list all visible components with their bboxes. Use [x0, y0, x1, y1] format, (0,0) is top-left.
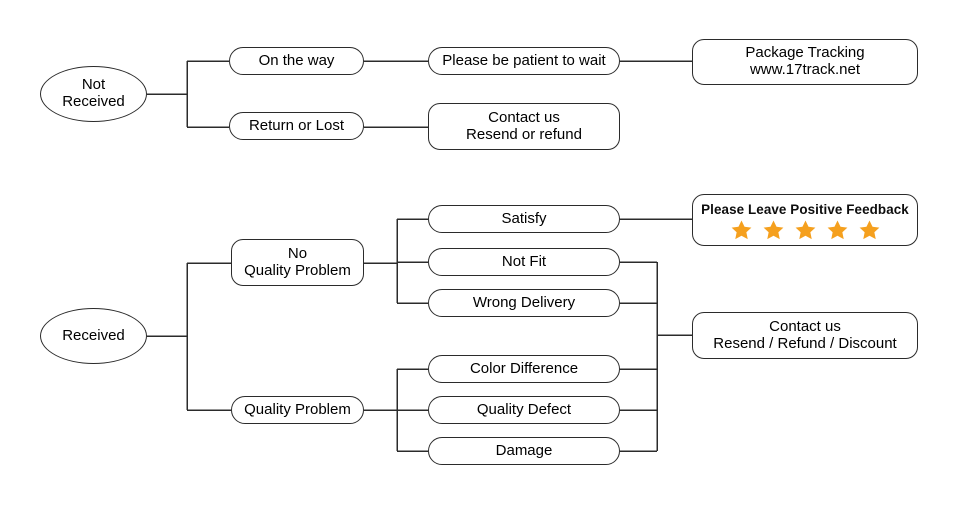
star-icon	[763, 219, 783, 239]
node-please-be-patient-to-wait[interactable]: Please be patient to wait	[428, 47, 620, 75]
node-quality-defect[interactable]: Quality Defect	[428, 396, 620, 424]
feedback-label: Please Leave Positive Feedback	[701, 201, 909, 217]
star-icon	[795, 219, 815, 239]
node-color-difference[interactable]: Color Difference	[428, 355, 620, 383]
node-leave-positive-feedback[interactable]: Please Leave Positive Feedback	[692, 194, 918, 246]
star-icon	[859, 219, 879, 239]
node-wrong-delivery[interactable]: Wrong Delivery	[428, 289, 620, 317]
node-damage[interactable]: Damage	[428, 437, 620, 465]
node-satisfy[interactable]: Satisfy	[428, 205, 620, 233]
node-received-root[interactable]: Received	[40, 308, 147, 364]
node-not-fit[interactable]: Not Fit	[428, 248, 620, 276]
node-on-the-way[interactable]: On the way	[229, 47, 364, 75]
node-quality-problem[interactable]: Quality Problem	[231, 396, 364, 424]
node-no-quality-problem[interactable]: No Quality Problem	[231, 239, 364, 286]
node-return-or-lost[interactable]: Return or Lost	[229, 112, 364, 140]
star-icon	[827, 219, 847, 239]
node-contact-us-resend-refund-discount[interactable]: Contact us Resend / Refund / Discount	[692, 312, 918, 359]
star-rating[interactable]	[730, 219, 881, 241]
node-package-tracking[interactable]: Package Tracking www.17track.net	[692, 39, 918, 85]
node-not-received-root[interactable]: Not Received	[40, 66, 147, 122]
node-contact-us-resend-or-refund[interactable]: Contact us Resend or refund	[428, 103, 620, 150]
star-icon	[731, 219, 751, 239]
